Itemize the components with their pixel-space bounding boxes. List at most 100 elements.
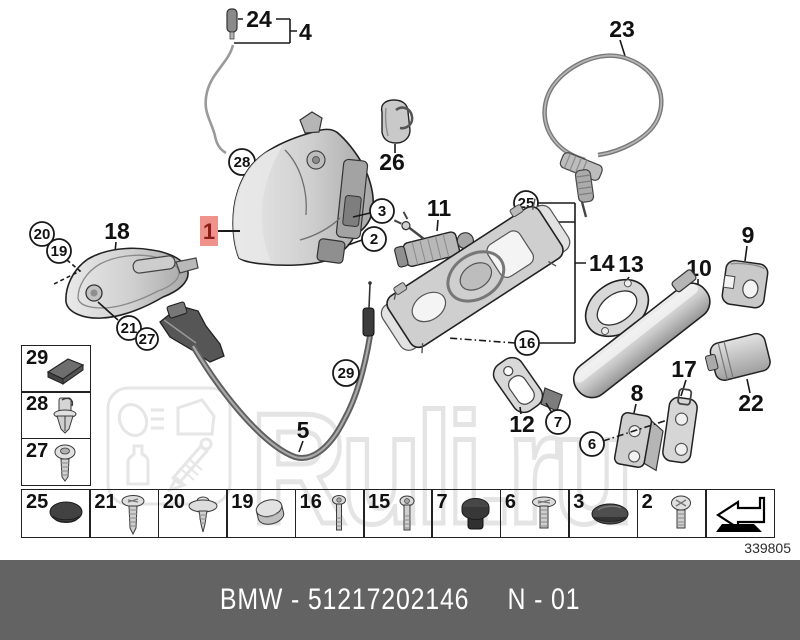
- legend-cell-21: 21: [89, 489, 160, 538]
- part-cable: [190, 281, 375, 461]
- legend-part-number: 2: [641, 491, 653, 513]
- label-23: 23: [609, 16, 635, 42]
- continue-arrow-icon: [716, 496, 766, 532]
- label-26: 26: [379, 149, 405, 175]
- callout-29: [332, 359, 360, 387]
- footer-bar: BMW - 51217202146 N - 01: [0, 560, 800, 640]
- svg-text:20: 20: [34, 226, 51, 243]
- legend-cell-19: 19: [226, 489, 297, 538]
- label-12: 12: [509, 411, 535, 437]
- part-lock-barrel: [393, 211, 474, 268]
- part-handle-carrier: [380, 198, 571, 354]
- part-rod: [204, 44, 235, 155]
- part-gasket-ring: [584, 278, 650, 338]
- countersunk-screw-icon: [531, 496, 556, 529]
- label-18: 18: [104, 218, 130, 244]
- legend-cell-7: 7: [431, 489, 502, 538]
- callout-20: [29, 221, 55, 247]
- legend-part-number: 28: [26, 393, 49, 416]
- label-8: 8: [631, 380, 644, 406]
- legend-part-number: 25: [26, 491, 49, 513]
- legend-cell-28: 28: [21, 391, 91, 440]
- dome-plug-dark-icon: [591, 503, 629, 525]
- svg-text:28: 28: [234, 154, 251, 171]
- svg-text:3: 3: [378, 203, 386, 220]
- svg-text:2: 2: [370, 231, 378, 248]
- legend-part-number: 6: [504, 491, 516, 513]
- part-cable-retainer: [159, 301, 225, 363]
- legend-cell-20: 20: [157, 489, 228, 538]
- legend-part-number: 15: [368, 491, 391, 513]
- legend-part-number: 20: [162, 491, 186, 513]
- label-5: 5: [297, 417, 310, 443]
- legend-row: 25 21 20 19: [21, 489, 776, 538]
- part-lock-cover: [721, 259, 769, 309]
- legend-part-number: 21: [94, 491, 117, 513]
- label-24: 24: [246, 6, 272, 32]
- part-pin: [226, 8, 238, 40]
- label-13: 13: [618, 251, 644, 277]
- svg-text:29: 29: [338, 365, 355, 382]
- callout-3: [369, 198, 395, 224]
- callout-2: [361, 226, 387, 252]
- svg-text:1: 1: [203, 219, 215, 244]
- legend-part-number: 29: [26, 347, 49, 369]
- watermark-text: Ruli.ru: [248, 381, 637, 557]
- callout-7: [545, 409, 571, 435]
- svg-text:27: 27: [139, 331, 156, 348]
- socket-bolt-icon: [399, 495, 415, 531]
- svg-text:16: 16: [519, 335, 536, 352]
- label-14: 14: [589, 250, 615, 276]
- legend-cell-3: 3: [568, 489, 639, 538]
- label-9: 9: [742, 222, 755, 248]
- exploded-diagram: 24 4 28 1 3 2: [29, 6, 771, 472]
- blind-plug-icon: [255, 499, 285, 525]
- washer-screw-icon: [188, 496, 218, 533]
- part-gasket-pad: [492, 356, 544, 414]
- expansion-rivet-icon: [53, 397, 77, 435]
- torx-screw-icon: [54, 444, 76, 482]
- callout-19: [46, 238, 72, 264]
- cover-cap-dark-icon: [49, 501, 83, 523]
- footer-part-number: BMW - 51217202146: [219, 583, 470, 616]
- legend-cell-2: 2: [636, 489, 707, 538]
- pan-head-screw-icon: [121, 495, 145, 536]
- footer-page-code: N - 01: [507, 583, 581, 616]
- legend-part-number: 27: [26, 439, 49, 462]
- legend-cell-continue: [705, 489, 776, 538]
- part-handle-end-cap: [704, 332, 771, 382]
- label-4: 4: [299, 19, 312, 45]
- part-plate: [662, 388, 698, 464]
- legend-part-number: 7: [436, 491, 448, 513]
- svg-text:7: 7: [554, 414, 562, 431]
- legend-part-number: 16: [299, 491, 322, 513]
- legend-cell-25: 25: [21, 489, 91, 538]
- svg-text:21: 21: [121, 320, 138, 337]
- callout-27: [135, 327, 159, 351]
- legend-column: 29 28 27: [21, 345, 91, 486]
- legend-cell-15: 15: [363, 489, 434, 538]
- legend-part-number: 19: [231, 491, 254, 513]
- part-door-lock: [232, 111, 374, 267]
- rubber-plug-dark-icon: [461, 498, 490, 530]
- label-22: 22: [738, 390, 764, 416]
- legend-cell-29: 29: [21, 345, 91, 393]
- socket-bolt-icon: [331, 495, 346, 531]
- legend-part-number: 3: [573, 491, 585, 513]
- legend-cell-6: 6: [499, 489, 570, 538]
- label-11: 11: [427, 195, 452, 221]
- part-outer-handle: [540, 269, 711, 412]
- part-bracket: [613, 411, 664, 472]
- label-17: 17: [671, 356, 697, 382]
- part-inner-handle: [65, 247, 199, 319]
- callout-6: [579, 431, 605, 457]
- phillips-screw-icon: [670, 495, 691, 529]
- svg-text:19: 19: [51, 243, 68, 260]
- drawing-number: 339805: [744, 540, 791, 556]
- part-bowden-cable: [542, 53, 664, 218]
- part-clip: [380, 99, 414, 144]
- legend-cell-27: 27: [21, 437, 91, 486]
- highlight-label-1: 1: [200, 216, 240, 246]
